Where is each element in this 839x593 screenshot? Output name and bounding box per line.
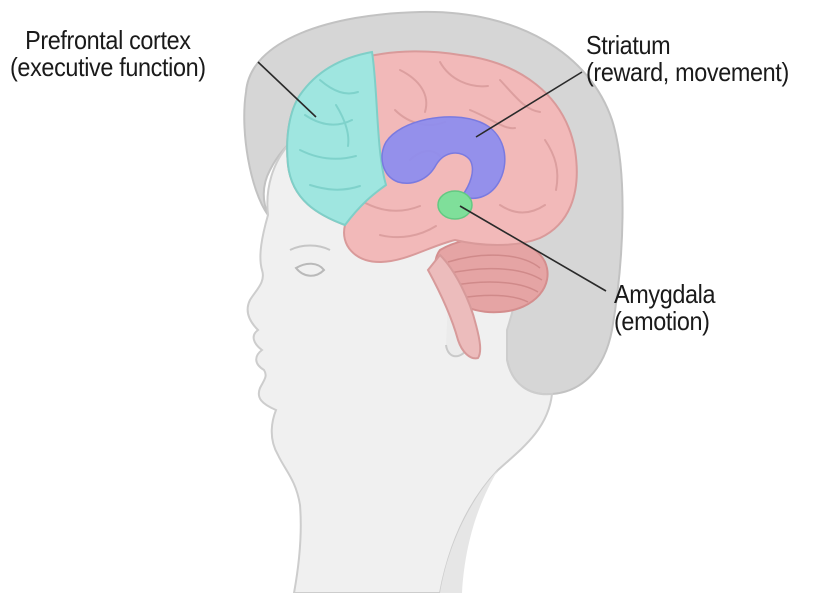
striatum-name: Striatum <box>586 32 789 59</box>
prefrontal-name: Prefrontal cortex <box>10 27 206 54</box>
amygdala-label: Amygdala (emotion) <box>614 281 715 335</box>
amygdala-name: Amygdala <box>614 281 715 308</box>
prefrontal-function: (executive function) <box>10 54 206 81</box>
amygdala-function: (emotion) <box>614 308 715 335</box>
prefrontal-cortex-label: Prefrontal cortex (executive function) <box>10 27 206 81</box>
amygdala-region <box>438 191 472 219</box>
striatum-label: Striatum (reward, movement) <box>586 32 789 86</box>
striatum-function: (reward, movement) <box>586 59 789 86</box>
